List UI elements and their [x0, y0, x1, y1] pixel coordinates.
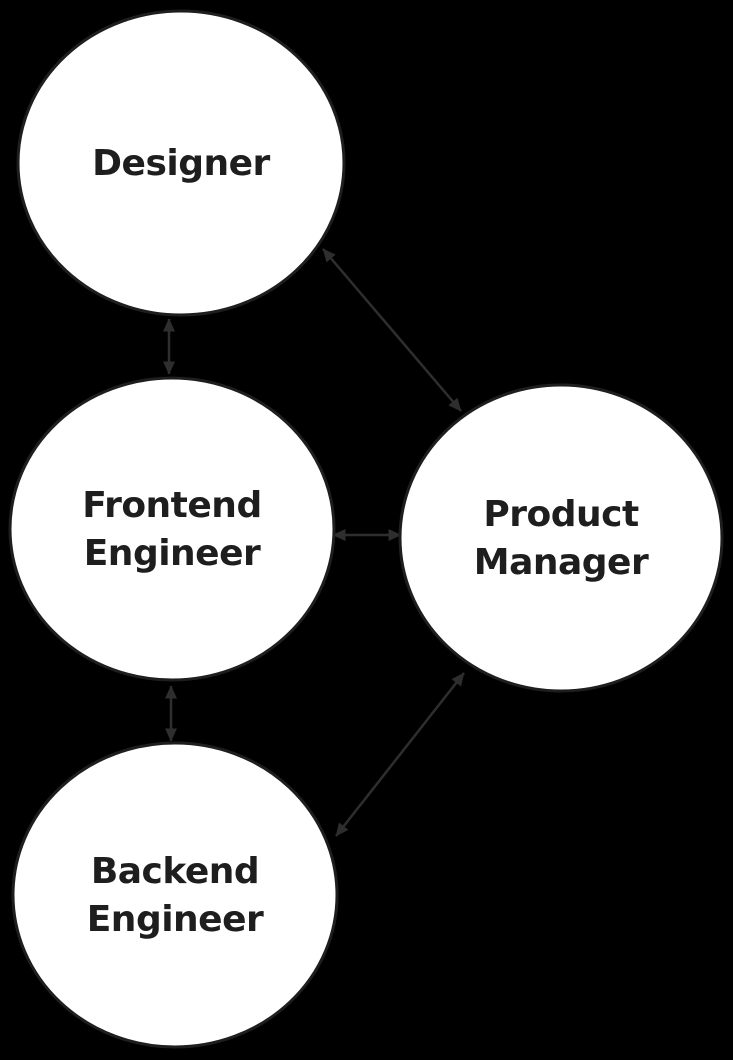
node-circle-product-manager[interactable]: [398, 383, 724, 693]
node-designer: Designer: [16, 9, 346, 317]
node-circle-backend-engineer[interactable]: [11, 741, 339, 1049]
edge-backend-product-manager[interactable]: [335, 672, 465, 837]
node-circle-designer[interactable]: [16, 9, 346, 317]
node-circle-frontend-engineer[interactable]: [8, 376, 336, 682]
edge-designer-product-manager[interactable]: [322, 248, 462, 412]
